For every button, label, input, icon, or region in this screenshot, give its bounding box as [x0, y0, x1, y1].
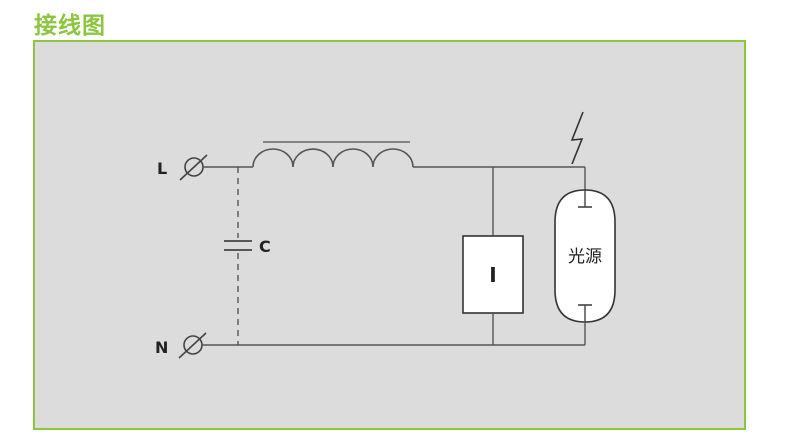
diagram-panel — [33, 40, 746, 430]
page-title: 接线图 — [34, 13, 106, 39]
lightning-icon — [570, 111, 584, 165]
terminal-n-symbol — [178, 332, 207, 359]
terminal-n-label: N — [155, 338, 168, 357]
ignitor-label: I — [489, 263, 496, 287]
terminal-l-symbol — [179, 154, 208, 181]
capacitor-label: C — [259, 237, 271, 256]
terminal-l-label: L — [157, 159, 167, 178]
lamp-tube — [554, 189, 616, 323]
lamp-label: 光源 — [568, 247, 602, 267]
inductor-ballast — [252, 148, 414, 168]
